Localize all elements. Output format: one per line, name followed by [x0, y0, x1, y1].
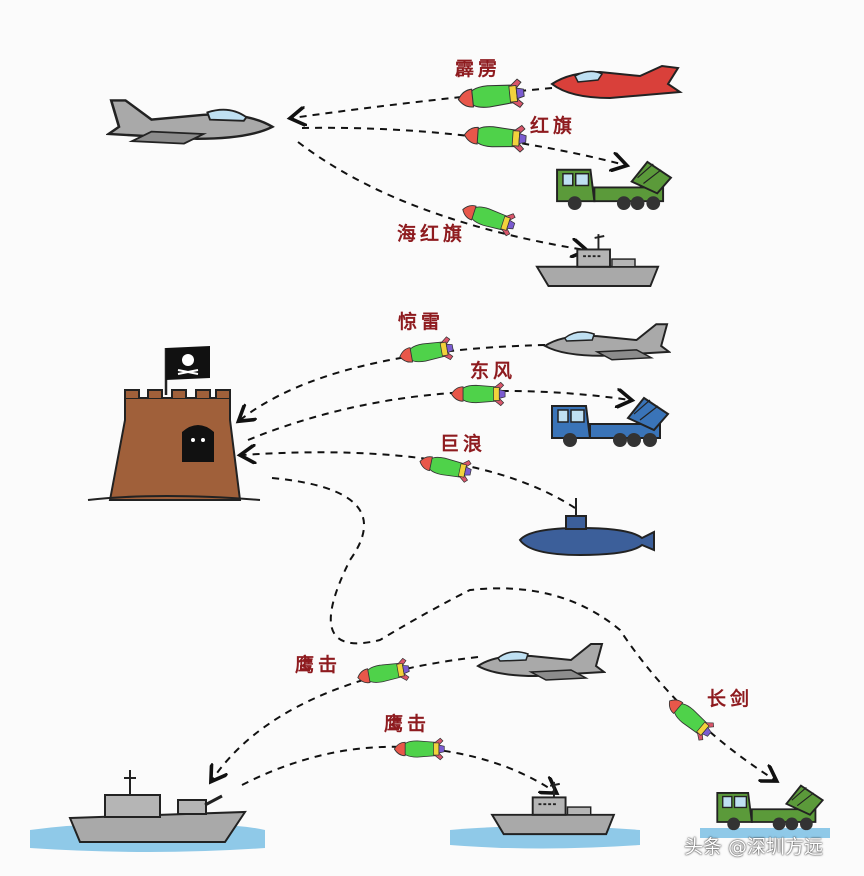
blue-launcher-truck	[550, 396, 670, 449]
label-pili: 霹雳	[455, 58, 502, 80]
watermark: 头条 @深圳方远	[684, 836, 824, 858]
label-hongqi: 红旗	[530, 115, 577, 137]
destroyer-ship	[68, 770, 247, 843]
fighter-jet-grey-large	[107, 99, 274, 145]
label-julang: 巨浪	[440, 433, 487, 455]
missile-hongqi	[462, 120, 528, 153]
frigate-ship	[535, 233, 660, 287]
fighter-jet-grey	[543, 323, 671, 361]
missile-yingji-2	[393, 737, 445, 761]
trajectory-lines	[212, 87, 775, 792]
green-launcher-truck-bottom	[716, 784, 824, 832]
small-frigate-ship	[491, 780, 615, 836]
castle-fortress	[87, 346, 261, 501]
fighter-jet-grey-bottom	[477, 643, 605, 681]
missile-haihongqi	[458, 197, 518, 238]
label-jinglei: 惊雷	[398, 311, 445, 333]
submarine	[518, 498, 655, 557]
missile-pili	[456, 77, 526, 115]
missile-dongfeng	[450, 381, 506, 407]
missile-yingji-1	[355, 657, 412, 690]
label-haihongqi: 海红旗	[397, 223, 467, 245]
label-yingji-2: 鹰击	[384, 713, 431, 735]
red-fighter-jet	[550, 64, 683, 100]
label-changjian: 长剑	[707, 688, 754, 710]
missile-jinglei	[397, 335, 456, 369]
label-yingji-1: 鹰击	[295, 654, 342, 676]
label-dongfeng: 东风	[470, 360, 517, 382]
green-launcher-truck	[556, 160, 672, 212]
